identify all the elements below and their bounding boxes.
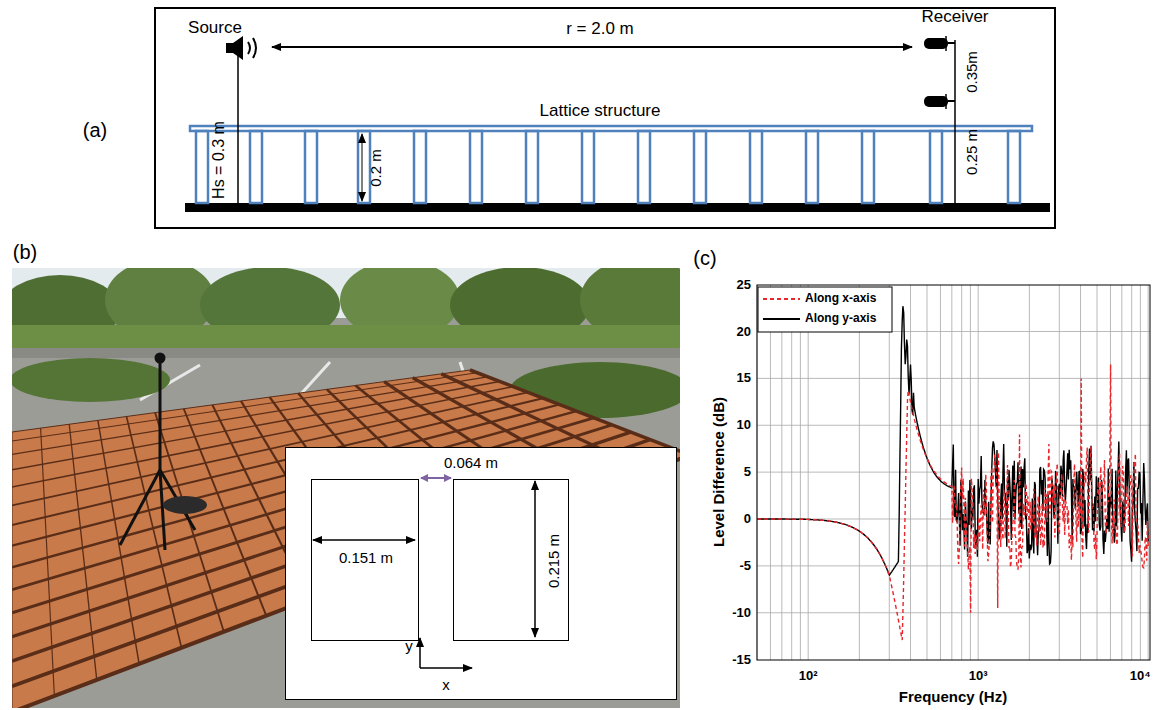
lattice-post: [930, 131, 942, 203]
lattice-post: [414, 131, 426, 203]
height-label: 0.2 m: [368, 149, 385, 187]
lattice-post: [638, 131, 650, 203]
dimension-label: 0.151 m: [339, 550, 393, 567]
photo: [12, 268, 680, 708]
tick-label: 10⁴: [1130, 669, 1151, 683]
receiver-label: Receiver: [921, 8, 988, 27]
curve-y-axis: [757, 306, 1148, 575]
height-label: 0.25 m: [964, 129, 981, 175]
lattice-post: [250, 131, 262, 203]
lattice-post: [526, 131, 538, 203]
lattice-post: [1008, 131, 1020, 203]
panel-letter: (c): [693, 247, 716, 269]
setup-schematic: [155, 8, 1055, 228]
lattice-post: [862, 131, 874, 203]
brick-row: [12, 432, 13, 708]
tick-label: -15: [732, 652, 751, 666]
axis-title: Frequency (Hz): [899, 689, 1007, 706]
lattice-post: [806, 131, 818, 203]
grid-line: [757, 565, 1150, 566]
lattice-post: [694, 131, 706, 203]
legend-text: Along y-axis: [805, 312, 876, 325]
panel-letter: (a): [83, 119, 107, 141]
brick-cell: 0.151 m: [311, 479, 419, 641]
grid-line: [757, 425, 1150, 426]
dimension-label: 0.215 m: [546, 534, 563, 588]
tripod: [120, 354, 207, 550]
microphone-symbol: [924, 36, 955, 109]
brick-row: [12, 377, 488, 455]
inset-box: 0.064 myx0.151 m0.215 m: [285, 447, 677, 700]
speaker-symbol: [226, 36, 256, 60]
brick-row: [12, 370, 470, 432]
curve-x-axis: [757, 364, 1148, 640]
tick-label: 10: [737, 418, 751, 432]
height-label: Hs = 0.3 m: [210, 121, 228, 199]
tick-label: 10²: [799, 669, 818, 683]
lattice-post: [305, 131, 317, 203]
lattice-post: [582, 131, 594, 203]
tick-label: 20: [737, 324, 751, 338]
lattice-post: [470, 131, 482, 203]
chart: [757, 285, 1150, 660]
brick-cell: 0.215 m: [453, 479, 569, 641]
tick-label: 15: [737, 371, 751, 385]
tick-label: -5: [739, 559, 751, 573]
distance-label: r = 2.0 m: [566, 20, 634, 39]
grid-line: [757, 378, 1150, 379]
structure-label: Lattice structure: [540, 102, 661, 121]
panel-letter: (b): [13, 241, 37, 263]
axis-letter: x: [442, 677, 450, 694]
tick-label: -10: [732, 606, 751, 620]
lattice-post: [750, 131, 762, 203]
lattice-post: [196, 131, 208, 203]
tick-label: 10³: [969, 669, 988, 683]
tick-label: 25: [737, 277, 751, 291]
brick-row: [41, 428, 55, 696]
source-label: Source: [188, 19, 242, 38]
brick-lattice: [12, 370, 680, 708]
legend-text: Along x-axis: [805, 292, 876, 305]
dimension-label: 0.064 m: [444, 455, 498, 472]
height-label: 0.35m: [964, 51, 981, 93]
tick-label: 0: [744, 512, 751, 526]
axis-title: Level Difference (dB): [711, 397, 728, 547]
grid-line: [757, 612, 1150, 613]
tick-label: 5: [744, 465, 751, 479]
